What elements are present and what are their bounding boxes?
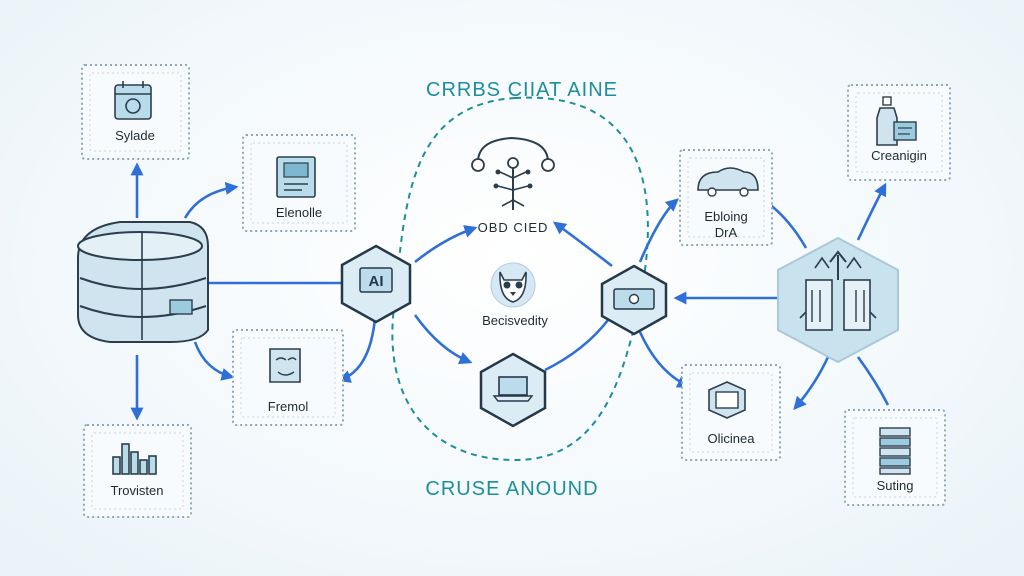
arrow-gateway-to-top [856, 182, 887, 241]
arrow-gateway-to-lower [793, 356, 830, 410]
title-top: CRRBS CIIAT AINE [426, 79, 618, 101]
gateway-icon [799, 250, 877, 331]
node-creanigin: Creanigin [847, 84, 951, 181]
arrow-hex-to-lower [337, 317, 377, 383]
arrow-db-to-lower [193, 341, 235, 381]
label-fremol: Fremol [268, 399, 309, 414]
label-creanigin: Creanigin [871, 148, 927, 163]
node-trovisten: Trovisten [83, 424, 192, 518]
node-suting: Suting [844, 409, 946, 506]
line-gateway-to-bottom [856, 356, 890, 406]
line-upper-to-gateway [767, 201, 808, 249]
hex-ai: AI [340, 244, 412, 324]
arrow-db-to-upper [183, 181, 239, 219]
label-obd-cied: OBD CIED [478, 220, 549, 235]
label-olicinea: Olicinea [708, 431, 756, 446]
hex-laptop [479, 352, 547, 428]
arrow-righthex-to-lower [638, 331, 691, 388]
chip-icon [708, 381, 746, 419]
calendar-icon [114, 81, 152, 120]
title-bottom: CRUSE ANOUND [425, 478, 598, 500]
node-elenolle: Elenolle [242, 134, 356, 232]
hex-display [600, 264, 668, 336]
arrow-hex-to-bottomhex [413, 314, 473, 365]
label-ebloing-line1: Ebloing [704, 209, 747, 224]
node-ebloing: Ebloing DrA [679, 149, 773, 246]
cloud-car-icon [697, 167, 759, 197]
arrow-righthex-to-upper [638, 198, 679, 263]
node-sylade: Sylade [81, 64, 190, 160]
arrow-bottomhex-to-righthex [544, 319, 610, 372]
node-olicinea: Olicinea [681, 364, 781, 461]
node-fremol: Fremol [232, 329, 344, 426]
server-rack-icon [879, 427, 911, 475]
central-loop [391, 96, 649, 462]
network-hub-icon [471, 136, 555, 210]
label-suting: Suting [877, 478, 914, 493]
hex-gateway [777, 236, 899, 364]
document-icon [276, 156, 316, 198]
label-becisvedity: Becisvedity [482, 313, 548, 328]
face-icon [269, 348, 301, 383]
arrow-hex-to-center [414, 225, 478, 264]
label-elenolle: Elenolle [276, 205, 322, 220]
label-trovisten: Trovisten [111, 483, 164, 498]
arrow-righthex-to-center [552, 221, 613, 268]
database-icon [77, 221, 209, 343]
laptop-icon [492, 376, 534, 402]
label-ebloing-line2: DrA [715, 225, 738, 240]
bottle-icon [876, 96, 917, 146]
label-sylade: Sylade [115, 128, 155, 143]
owl-icon [490, 262, 536, 308]
label-ai: AI [369, 273, 384, 290]
bar-chart-icon [112, 443, 157, 475]
